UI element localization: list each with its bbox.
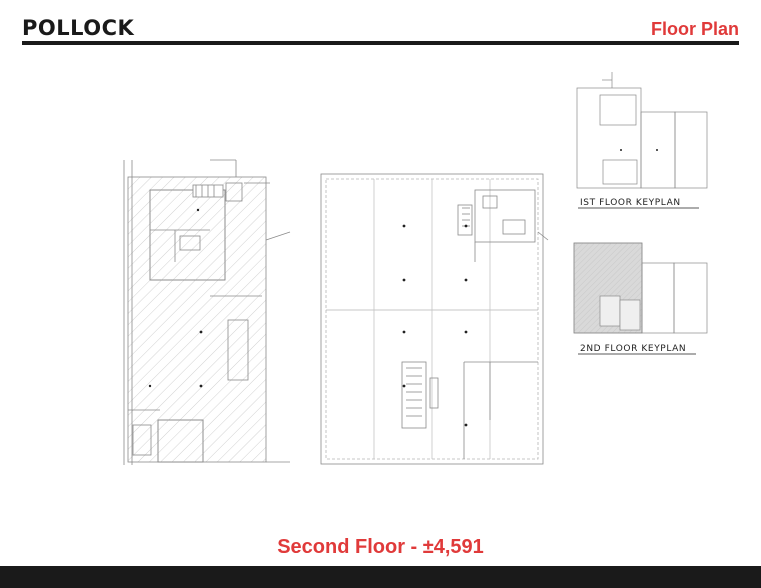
first-floor-plan (123, 159, 291, 465)
second-floor-keyplan-label: 2ND FLOOR KEYPLAN (580, 344, 686, 354)
header-divider (22, 41, 739, 45)
footer-bar (0, 566, 761, 588)
second-floor-plan (320, 173, 549, 465)
floor-caption: Second Floor - ±4,591 (277, 536, 484, 558)
page-title: Floor Plan (650, 19, 739, 39)
brand-logo: POLLOCK (22, 16, 135, 40)
second-floor-keyplan (573, 242, 708, 334)
first-floor-keyplan-label: IST FLOOR KEYPLAN (580, 198, 681, 208)
first-floor-keyplan (576, 72, 708, 189)
